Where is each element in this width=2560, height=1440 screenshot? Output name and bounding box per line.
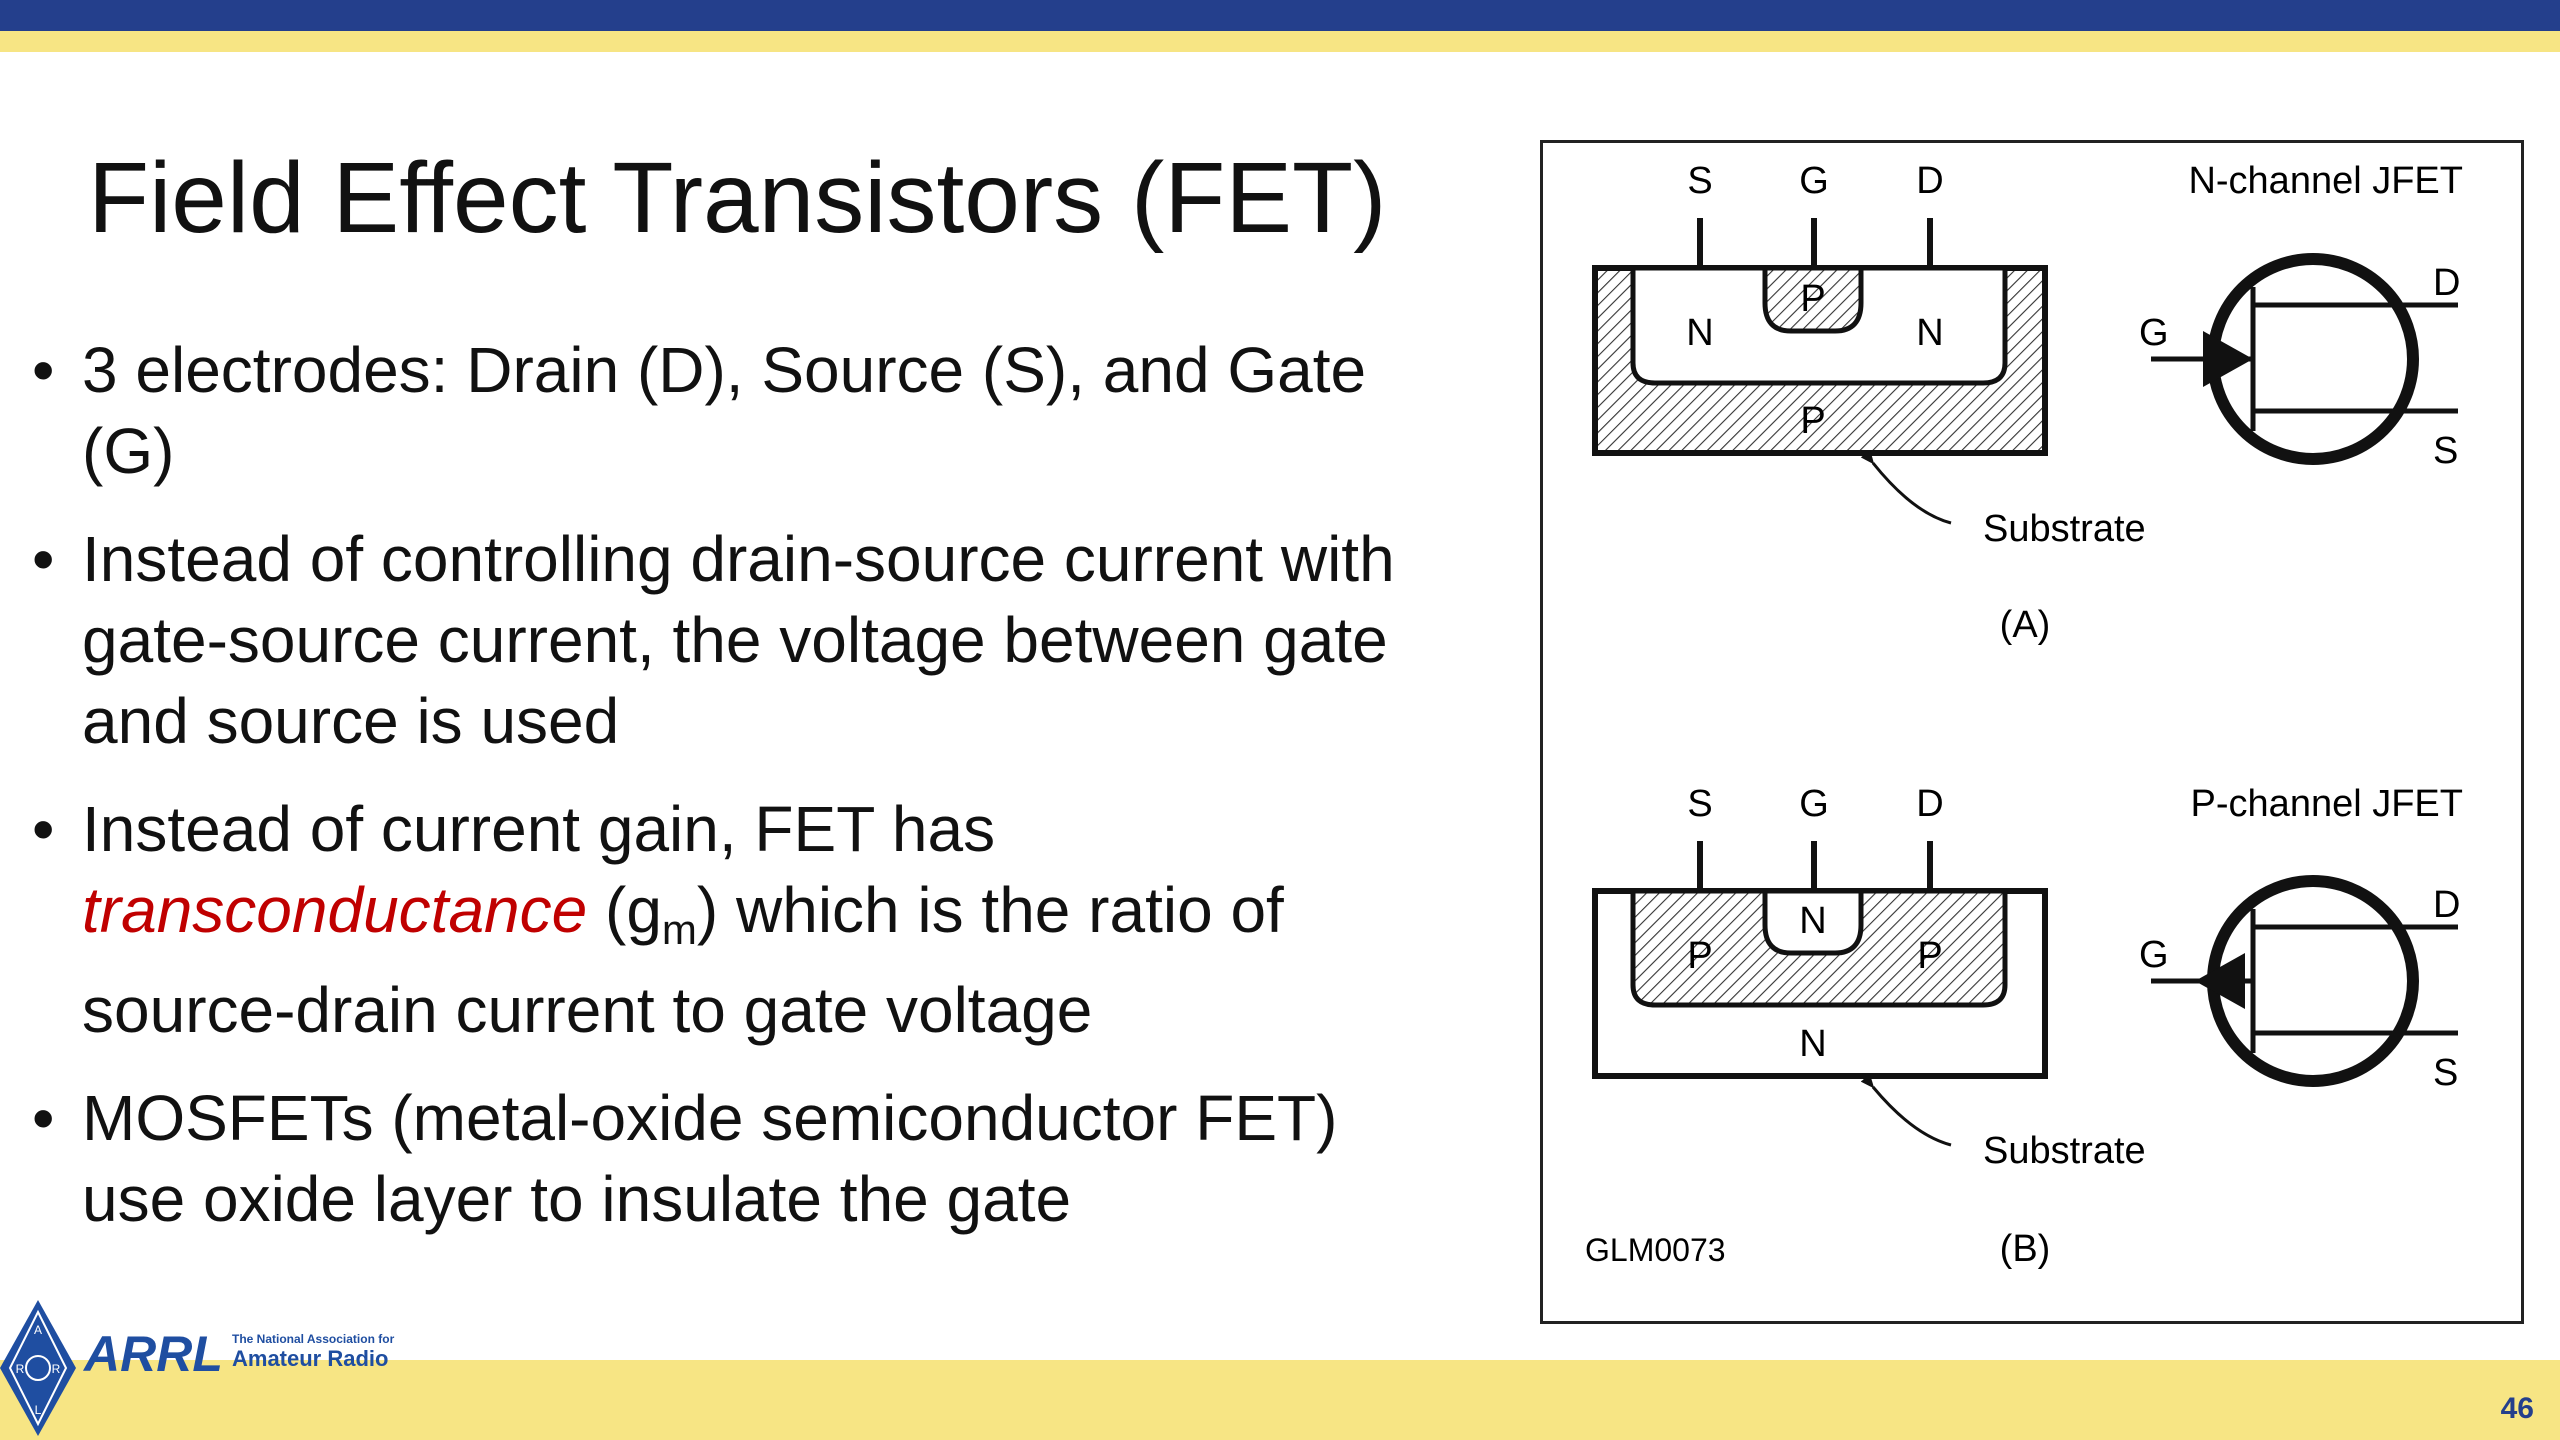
gate-region (1762, 265, 1864, 334)
symbol-drain-label: D (2433, 262, 2460, 304)
gate-arrow-in (2203, 331, 2253, 387)
svg-text:R: R (52, 1362, 61, 1376)
terminal-label-drain: D (1916, 160, 1943, 202)
panel-a-n-channel: S G D N-channel JFET N P N P Substrate (… (1592, 160, 2463, 646)
panel-b-p-channel: S G D P-channel JFET P N P N Substrate (… (1585, 783, 2463, 1270)
symbol-gate-label: G (2139, 934, 2169, 976)
bullet-list: • 3 electrodes: Drain (D), Source (S), a… (32, 330, 1452, 1267)
gate-arrow-out (2195, 953, 2245, 1009)
bullet-text-end: ) which is the ratio of source-drain cur… (82, 874, 1284, 1046)
region-label: P (1800, 278, 1825, 320)
panel-caption: (B) (2000, 1228, 2051, 1270)
logo-tagline: Amateur Radio (232, 1346, 388, 1371)
bullet-text: Instead of controlling drain-source curr… (82, 523, 1395, 757)
region-label: N (1799, 900, 1826, 942)
bullet-marker: • (32, 523, 55, 595)
arrl-diamond-mark: A R R L (0, 1300, 76, 1436)
terminal-label-gate: G (1799, 160, 1829, 202)
highlighted-term: transconductance (82, 874, 588, 946)
footer-yellow-band (0, 1360, 2560, 1440)
region-label: P (1687, 935, 1712, 977)
n-channel-jfet-symbol: G D S (2139, 253, 2460, 472)
region-label: N (1916, 312, 1943, 354)
region-label: P (1917, 935, 1942, 977)
bullet-item: • Instead of current gain, FET has trans… (32, 789, 1452, 1051)
bullet-item: • 3 electrodes: Drain (D), Source (S), a… (32, 330, 1452, 492)
p-channel-jfet-symbol: G D S (2139, 875, 2460, 1094)
terminal-label-source: S (1687, 160, 1712, 202)
substrate-arrow (1860, 1073, 1952, 1147)
symbol-drain-label: D (2433, 884, 2460, 926)
slide-title: Field Effect Transistors (FET) (88, 142, 1387, 254)
bullet-text-start: Instead of current gain, FET has (82, 793, 996, 865)
terminal-label-drain: D (1916, 783, 1943, 825)
substrate-label: Substrate (1983, 508, 2146, 550)
terminal-label-gate: G (1799, 783, 1829, 825)
bullet-item: • MOSFETs (metal-oxide semiconductor FET… (32, 1078, 1452, 1240)
region-label: P (1800, 400, 1825, 442)
bullet-marker: • (32, 793, 55, 865)
svg-text:A: A (34, 1323, 42, 1337)
jfet-type-label: P-channel JFET (2191, 783, 2463, 825)
header-blue-band (0, 0, 2560, 31)
substrate-label: Substrate (1983, 1130, 2146, 1172)
logo-wordmark: ARRL (82, 1326, 223, 1382)
svg-text:R: R (16, 1362, 25, 1376)
bullet-item: • Instead of controlling drain-source cu… (32, 519, 1452, 762)
panel-caption: (A) (2000, 604, 2051, 646)
jfet-type-label: N-channel JFET (2188, 160, 2463, 202)
symbol-source-label: S (2433, 1052, 2458, 1094)
figure-id-label: GLM0073 (1585, 1232, 1726, 1268)
jfet-diagram: S G D N-channel JFET N P N P Substrate (… (1585, 160, 2463, 1270)
terminal-label-source: S (1687, 783, 1712, 825)
bullet-marker: • (32, 334, 55, 406)
bullet-text-middle: (g (587, 874, 662, 946)
region-label: N (1686, 312, 1713, 354)
gate-region (1762, 888, 1864, 956)
symbol-source-label: S (2433, 430, 2458, 472)
bullet-text: 3 electrodes: Drain (D), Source (S), and… (82, 334, 1367, 487)
logo-tagline-small: The National Association for (232, 1332, 395, 1346)
svg-text:L: L (35, 1403, 42, 1417)
jfet-diagram-figure: S G D N-channel JFET N P N P Substrate (… (1540, 140, 2524, 1324)
bullet-text: MOSFETs (metal-oxide semiconductor FET) … (82, 1082, 1338, 1235)
region-label: N (1799, 1023, 1826, 1065)
symbol-gate-label: G (2139, 312, 2169, 354)
subscript: m (661, 906, 697, 953)
bullet-marker: • (32, 1082, 55, 1154)
arrl-logo: A R R L ARRL The National Association fo… (0, 1300, 395, 1436)
header-yellow-band (0, 31, 2560, 52)
substrate-arrow (1860, 449, 1952, 525)
slide-number: 46 (2500, 1392, 2534, 1425)
